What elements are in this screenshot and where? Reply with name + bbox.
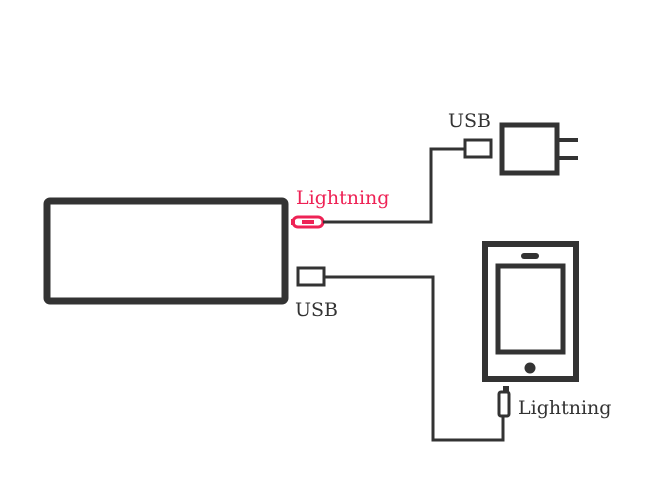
- charger-usb-plug: [463, 138, 493, 159]
- power-bank-icon: [43, 197, 289, 305]
- cable-bank-to-charger: [323, 147, 467, 224]
- power-bank-usb-port: [296, 266, 326, 287]
- wall-charger-icon: [499, 122, 578, 176]
- power-bank-lightning-label: Lightning: [296, 187, 390, 209]
- cable-bank-to-phone: [324, 275, 505, 442]
- phone-lightning-connector: [497, 386, 511, 418]
- charger-usb-label: USB: [448, 110, 491, 132]
- power-bank-lightning-port: [291, 215, 325, 229]
- power-bank-usb-label: USB: [295, 299, 338, 321]
- phone-icon: [482, 241, 579, 382]
- phone-lightning-label: Lightning: [518, 397, 612, 419]
